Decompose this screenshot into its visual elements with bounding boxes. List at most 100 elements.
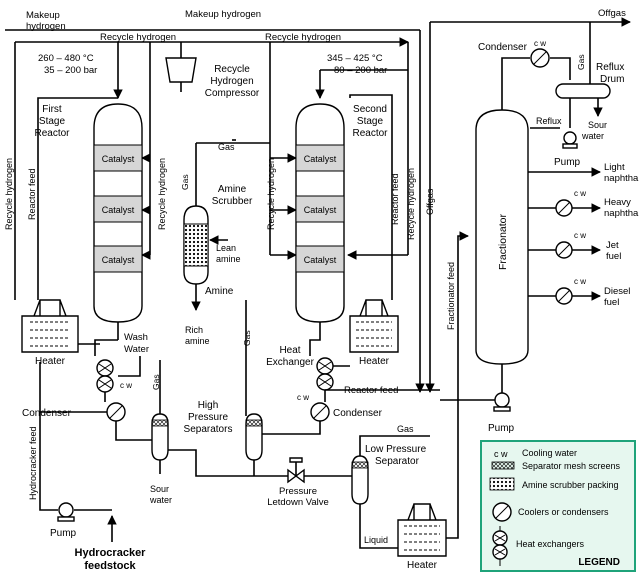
makeup-hydrogen-top-label: Makeup hydrogen	[185, 9, 261, 20]
legend-item-packing: Amine scrubber packing	[522, 480, 619, 490]
recycle-hydrogen-label-1: Recycle hydrogen	[100, 32, 176, 43]
second-reactor-catalyst-2: Catalyst	[304, 205, 337, 215]
recycle-hydrogen-vertical-2: Recycle hydrogen	[157, 158, 167, 230]
reflux-drum-label-2: Drum	[600, 74, 624, 85]
heavy-naphtha-label-2: naphtha	[604, 208, 639, 219]
condenser-label-1: Condenser	[22, 408, 72, 419]
legend-item-heat-exchangers: Heat exchangers	[516, 539, 585, 549]
amine-label: Amine	[205, 286, 234, 297]
feed-piping	[39, 362, 117, 542]
fractionator-feed-label: Fractionator feed	[446, 262, 456, 330]
second-reactor-label-2: Stage	[357, 116, 384, 127]
gas-vertical-amine: Gas	[180, 174, 190, 190]
first-reactor-pressure: 35 – 200 bar	[44, 65, 97, 76]
second-reactor-catalyst-1: Catalyst	[304, 154, 337, 164]
first-heater	[21, 299, 79, 353]
gas-label-amine: Gas	[218, 142, 235, 152]
legend-item-mesh: Separator mesh screens	[522, 461, 621, 471]
second-reactor-pressure: 80 – 200 bar	[334, 65, 387, 76]
reflux-label: Reflux	[536, 116, 562, 126]
bottoms-pump-label: Pump	[488, 423, 515, 434]
liquid-label: Liquid	[364, 535, 388, 545]
light-naphtha-label-2: naphtha	[604, 173, 639, 184]
fractionator-heater-label: Heater	[407, 560, 438, 571]
cw-label-2: c w	[297, 393, 309, 402]
rich-amine-label-2: amine	[185, 336, 210, 346]
cooler-icon	[492, 502, 512, 522]
fractionator-overhead	[501, 48, 611, 129]
high-pressure-separator-1	[151, 360, 290, 477]
hp-separators-label-1: High	[198, 400, 219, 411]
second-reactor-catalyst-3: Catalyst	[304, 255, 337, 265]
sour-water-label-3: Sour	[588, 120, 607, 130]
cw-label-6: c w	[574, 277, 586, 286]
second-heat-exchanger	[316, 357, 440, 402]
recycle-hydrogen-vertical-1: Recycle hydrogen	[4, 158, 14, 230]
hydrocracker-feed-vertical: Hydrocracker feed	[28, 426, 38, 500]
first-reactor-label-1: First	[42, 104, 62, 115]
wash-water-label-1: Wash	[124, 332, 148, 343]
recycle-hydrogen-label-2: Recycle hydrogen	[265, 32, 341, 43]
first-reactor-catalyst-3: Catalyst	[102, 255, 135, 265]
reflux-pump-label: Pump	[554, 157, 581, 168]
recycle-hydrogen-vertical-3: Recycle hydrogen	[266, 158, 276, 230]
makeup-hydrogen-label-2: hydrogen	[26, 21, 66, 32]
first-reactor-temp: 260 – 480 °C	[38, 53, 94, 64]
jet-fuel-label-2: fuel	[606, 251, 621, 262]
mesh-screen-icon	[491, 461, 515, 470]
cw-label-1: c w	[120, 381, 132, 390]
reactor-feed-vertical-1: Reactor feed	[27, 168, 37, 220]
makeup-hydrogen-label: Makeup	[26, 10, 60, 21]
legend-item-cooling-water: Cooling water	[522, 448, 577, 458]
offgas-top-label: Offgas	[598, 8, 626, 19]
feedstock-label-2: feedstock	[84, 560, 136, 572]
fractionator-label: Fractionator	[497, 213, 509, 270]
reactor-feed-label: Reactor feed	[344, 385, 398, 396]
fractionator-bottoms-pump	[440, 364, 511, 412]
compressor-label-3: Compressor	[205, 88, 260, 99]
letdown-valve-label-2: Letdown Valve	[267, 497, 329, 508]
legend: c w Cooling water Separator mesh screens…	[480, 440, 636, 572]
heat-exchanger-icon	[492, 526, 508, 566]
reflux-pump	[562, 131, 578, 149]
high-pressure-separator-2	[245, 413, 263, 476]
second-heater	[349, 299, 399, 353]
second-condenser	[260, 402, 330, 435]
hp-separators-label-2: Pressure	[188, 412, 228, 423]
first-condenser	[40, 402, 152, 441]
lean-amine-label-2: amine	[216, 254, 241, 264]
amine-scrubber-label-1: Amine	[218, 184, 247, 195]
second-reactor-temp: 345 – 425 °C	[327, 53, 383, 64]
letdown-valve-label-1: Pressure	[279, 486, 317, 497]
low-pressure-separator	[351, 435, 430, 549]
first-heater-label: Heater	[35, 356, 66, 367]
recycle-hydrogen-vertical-4: Recycle hydrogen	[406, 168, 416, 240]
lp-separator-label-1: Low Pressure	[365, 444, 427, 455]
sour-water-label-2: water	[149, 495, 172, 505]
light-naphtha-label-1: Light	[604, 162, 625, 173]
sour-water-label-1: Sour	[150, 484, 169, 494]
fractionator-side-draws	[528, 167, 600, 304]
reflux-drum-label-1: Reflux	[596, 62, 624, 73]
jet-fuel-label-1: Jet	[606, 240, 619, 251]
gas-label-lp: Gas	[397, 424, 414, 434]
offgas-vertical: Offgas	[425, 188, 435, 215]
feed-pump-label: Pump	[50, 528, 77, 539]
heavy-naphtha-label-1: Heavy	[604, 197, 631, 208]
first-reactor-label-3: Reactor	[34, 128, 70, 139]
legend-cw-icon: c w	[494, 449, 508, 459]
compressor-label-2: Hydrogen	[210, 76, 253, 87]
second-reactor-label-3: Reactor	[352, 128, 388, 139]
condenser-label-2: Condenser	[333, 408, 383, 419]
gas-vertical-sep: Gas	[151, 374, 161, 390]
first-reactor-catalyst-1: Catalyst	[102, 154, 135, 164]
makeup-hydrogen-lines	[5, 17, 631, 393]
hp-separators-label-3: Separators	[184, 424, 233, 435]
packing-icon	[489, 477, 515, 491]
amine-scrubber	[183, 142, 270, 311]
heat-exchanger-label-2: Exchanger	[266, 357, 314, 368]
first-reactor-piping	[37, 97, 119, 356]
second-reactor-piping	[232, 94, 393, 416]
gas-vertical-2: Gas	[242, 330, 252, 346]
